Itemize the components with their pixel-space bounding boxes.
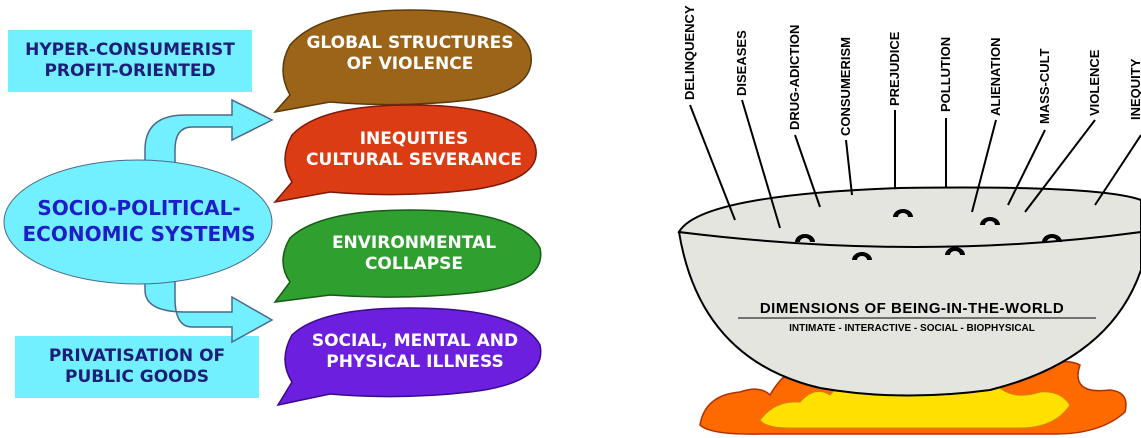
pot-surface <box>677 186 1141 248</box>
bubble-2-line-1: INEQUITIES <box>359 129 469 149</box>
privatisation-line-2: PUBLIC GOODS <box>65 367 209 387</box>
hyper-consumerist-line-2: PROFIT-ORIENTED <box>44 61 216 81</box>
bubble-global-structures <box>273 9 532 114</box>
privatisation-line-1: PRIVATISATION OF <box>48 346 226 366</box>
lower-curved-arrow <box>144 247 274 344</box>
hyper-consumerist-line-1: HYPER-CONSUMERIST <box>25 40 235 60</box>
bubble-2-text: INEQUITIES CULTURAL SEVERANCE <box>290 120 538 180</box>
bubble-inequities <box>273 104 537 204</box>
bubble-2-line-2: CULTURAL SEVERANCE <box>306 150 522 170</box>
bubble-icon <box>893 209 913 217</box>
bubble-1-line-2: OF VIOLENCE <box>346 54 474 74</box>
bubble-environmental <box>273 209 542 303</box>
bubble-3-line-1: ENVIRONMENTAL <box>331 233 497 253</box>
label-mass-cult: MASS-CULT <box>1037 48 1052 124</box>
label-pollution: POLLUTION <box>938 37 953 112</box>
bubble-icon <box>1042 234 1062 242</box>
ellipse-text: SOCIO-POLITICAL- ECONOMIC SYSTEMS <box>4 188 274 254</box>
bubble-icon <box>852 252 872 260</box>
bubble-icon <box>980 217 1000 225</box>
label-violence: VIOLENCE <box>1087 49 1102 116</box>
bubble-icon <box>795 234 815 242</box>
label-consumerism: CONSUMERISM <box>838 37 853 136</box>
bubble-4-line-2: PHYSICAL ILLNESS <box>326 352 504 372</box>
bubble-1-text: GLOBAL STRUCTURES OF VIOLENCE <box>290 24 530 84</box>
ellipse-line-2: ECONOMIC SYSTEMS <box>22 222 256 246</box>
hyper-consumerist-box: HYPER-CONSUMERIST PROFIT-ORIENTED <box>8 30 252 92</box>
bubble-3-text: ENVIRONMENTAL COLLAPSE <box>290 224 538 284</box>
ellipse-line-1: SOCIO-POLITICAL- <box>37 196 241 220</box>
label-diseases: DISEASES <box>734 30 749 96</box>
soup-bubbles <box>795 209 1062 260</box>
label-inequity: INEQUITY <box>1128 58 1141 120</box>
label-drug-adiction: DRUG-ADICTION <box>787 25 802 130</box>
label-alienation: ALIENATION <box>988 38 1003 116</box>
pot-title: DIMENSIONS OF BEING-IN-THE-WORLD <box>760 300 1064 317</box>
label-prejudice: PREJUDICE <box>887 31 902 106</box>
privatisation-box: PRIVATISATION OF PUBLIC GOODS <box>15 336 259 398</box>
bubble-social-mental <box>276 307 542 407</box>
pot-subtitle: INTIMATE - INTERACTIVE - SOCIAL - BIOPHY… <box>789 323 1035 334</box>
label-delinquency: DELINQUENCY <box>682 5 697 100</box>
bubble-icon <box>945 247 965 255</box>
bubble-3-line-2: COLLAPSE <box>364 254 464 274</box>
pointer-lines <box>689 99 1141 229</box>
bubble-4-line-1: SOCIAL, MENTAL AND <box>311 331 519 351</box>
socio-political-ellipse <box>3 159 273 285</box>
bubble-4-text: SOCIAL, MENTAL AND PHYSICAL ILLNESS <box>290 322 540 382</box>
bubble-1-line-1: GLOBAL STRUCTURES <box>306 33 514 53</box>
upper-curved-arrow <box>144 98 274 201</box>
